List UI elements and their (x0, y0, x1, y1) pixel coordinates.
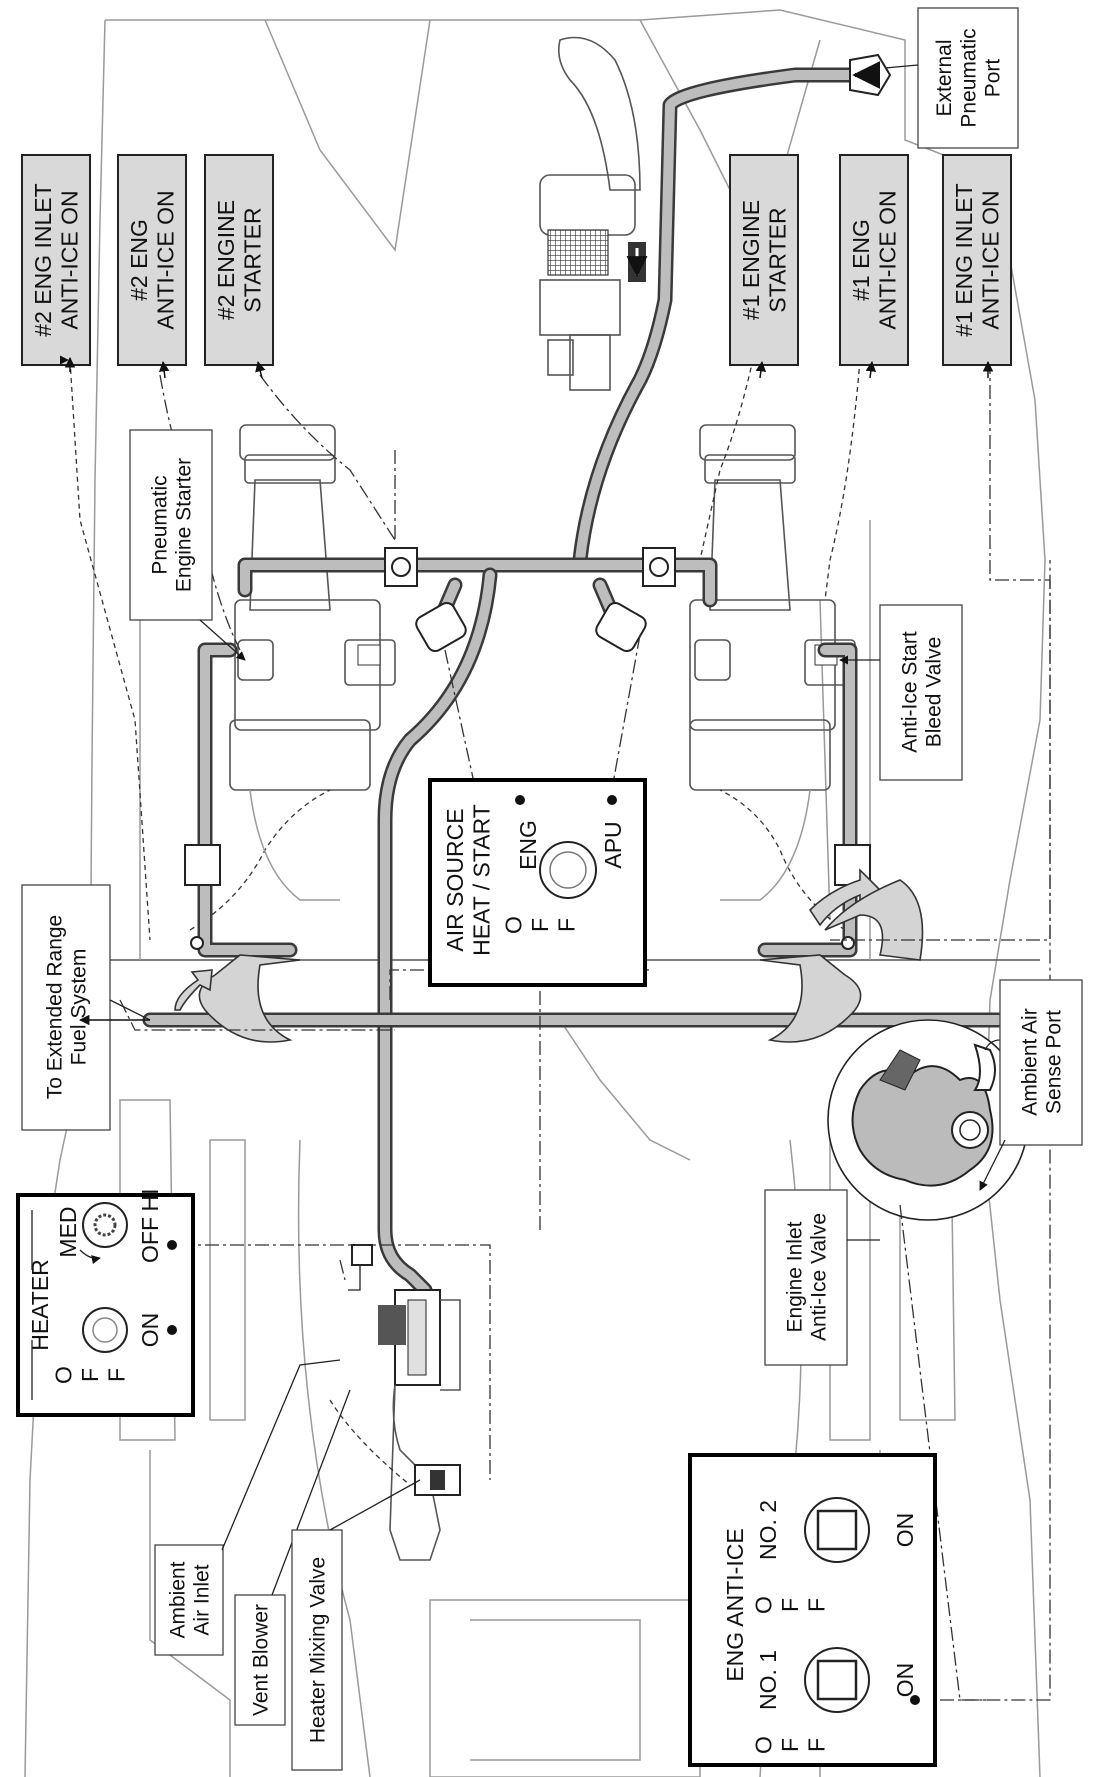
engine-1 (690, 425, 855, 930)
eng-anti-ice-panel: ENG ANTI-ICE NO. 2 NO. 1 OFF OFF ON ON (690, 1455, 935, 1765)
heater-hi-label: HI (137, 1189, 163, 1212)
annunciator-eng1-anti-ice: #1 ENGANTI-ICE ON (840, 155, 908, 365)
callout-vent-blower-label: Vent Blower (249, 1604, 272, 1716)
air-source-apu-label: APU (600, 821, 626, 868)
annunciator-eng2-inlet-label: #2 ENG INLETANTI-ICE ON (30, 183, 82, 336)
callout-heater-mixing-valve: Heater Mixing Valve (292, 1480, 420, 1770)
anti-ice-no2-label: NO. 2 (755, 1500, 781, 1560)
callout-engine-inlet-anti-ice-valve-label: Engine InletAnti-Ice Valve (783, 1213, 830, 1341)
air-source-eng-label: ENG (515, 820, 541, 870)
heater-med-label: MED (55, 1206, 81, 1257)
heater-panel-title: HEATER (27, 1259, 53, 1351)
heater-components (348, 1245, 460, 1560)
anti-ice-valve-detail (828, 1020, 1028, 1220)
air-source-off-label: OFF (501, 916, 580, 934)
callout-heater-mixing-valve-label: Heater Mixing Valve (306, 1557, 329, 1743)
annunciator-eng1-inlet-label: #1 ENG INLETANTI-ICE ON (951, 183, 1003, 336)
callout-extended-range-fuel: To Extended RangeFuel System (22, 885, 150, 1130)
anti-ice-on2-label: ON (892, 1513, 918, 1548)
callout-ambient-air-inlet-label: AmbientAir Inlet (166, 1561, 213, 1638)
annunciator-eng2-starter: #2 ENGINESTARTER (205, 155, 273, 365)
anti-ice-panel-title: ENG ANTI-ICE (722, 1528, 748, 1681)
annunciator-eng2-starter-label: #2 ENGINESTARTER (213, 200, 265, 320)
apu-unit (540, 38, 646, 391)
annunciator-eng1-inlet: #1 ENG INLETANTI-ICE ON (943, 155, 1011, 365)
heater-off-pos-label: OFF (137, 1217, 163, 1263)
heater-off-label: OFF (51, 1366, 130, 1384)
callout-pneumatic-engine-starter: PneumaticEngine Starter (130, 430, 245, 660)
annunciator-eng1-starter-label: #1 ENGINESTARTER (738, 200, 790, 320)
heater-on-label: ON (137, 1313, 163, 1348)
anti-ice-off2-label: OFF (751, 1596, 830, 1614)
air-source-panel-title: AIR SOURCEHEAT / START (442, 804, 494, 956)
callout-ambient-air-sense-port-label: Ambient AirSense Port (1018, 1008, 1065, 1115)
air-source-panel: AIR SOURCEHEAT / START OFF ENG APU (430, 780, 645, 985)
callout-anti-ice-start-bleed-valve: Anti-Ice StartBleed Valve (840, 605, 962, 780)
annunciator-eng2-anti-ice: #2 ENGANTI-ICE ON (118, 155, 186, 365)
callout-pneumatic-engine-starter-label: PneumaticEngine Starter (148, 458, 195, 592)
anti-ice-no1-label: NO. 1 (755, 1650, 781, 1710)
heater-panel: HEATER OFF ON MED OFF HI (18, 1189, 193, 1416)
annunciator-eng2-inlet: #2 ENG INLETANTI-ICE ON (22, 155, 90, 365)
anti-ice-off1-label: OFF (751, 1736, 830, 1754)
annunciator-eng1-starter: #1 ENGINESTARTER (730, 155, 798, 365)
callout-engine-inlet-anti-ice-valve: Engine InletAnti-Ice Valve (765, 1190, 880, 1365)
anti-ice-on1-label: ON (892, 1663, 918, 1698)
callout-external-pneumatic-port: ExternalPneumaticPort (850, 8, 1018, 148)
callout-anti-ice-start-bleed-valve-label: Anti-Ice StartBleed Valve (898, 631, 945, 753)
